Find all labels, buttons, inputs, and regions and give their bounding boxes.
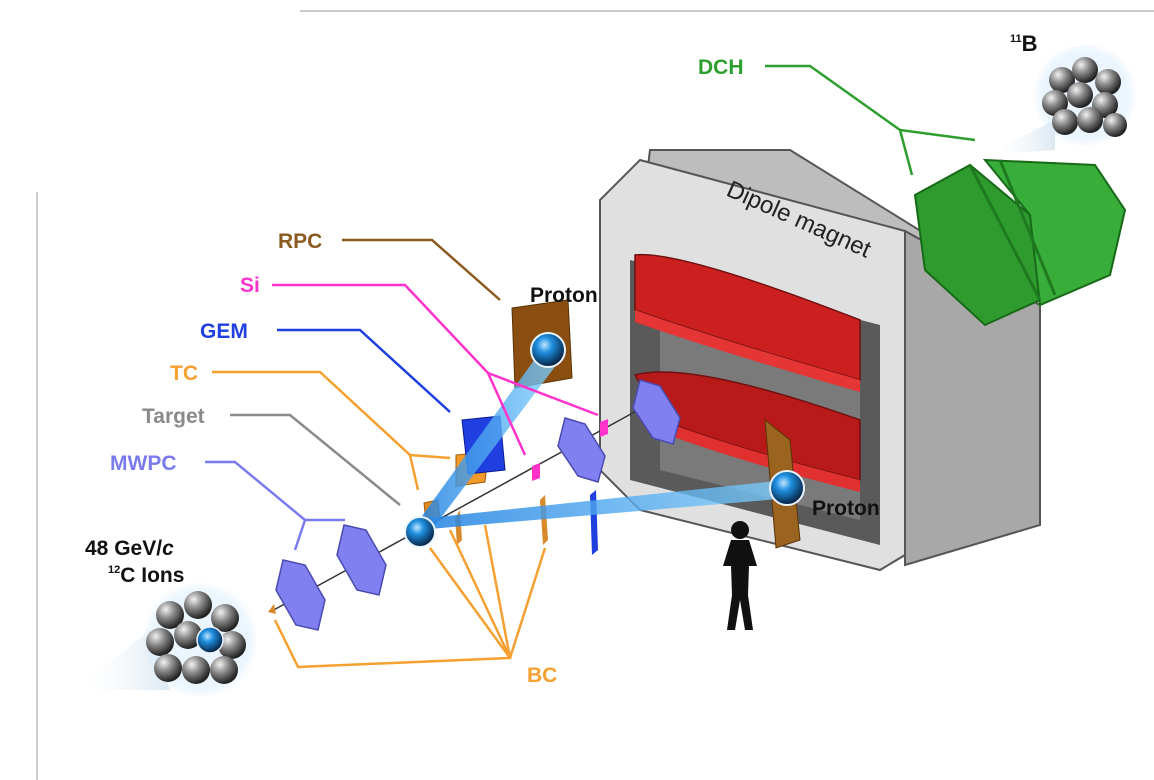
- person-silhouette: [723, 521, 757, 630]
- proton-ball-right: [769, 470, 805, 506]
- proton-beam-right: [418, 480, 790, 530]
- c12-mass-number: 12: [108, 564, 120, 576]
- beam-energy-label: 48 GeV/c: [85, 537, 174, 560]
- tc-label: TC: [170, 362, 198, 385]
- bc-counter-3: [540, 495, 548, 545]
- bc-counter-1: [268, 604, 276, 614]
- mwpc-plane-1: [275, 559, 326, 631]
- interaction-point: [404, 516, 436, 548]
- mwpc-leader: [205, 460, 345, 551]
- proton-right-label: Proton: [812, 497, 880, 520]
- mwpc-plane-4: [632, 379, 681, 445]
- dch-leader: [765, 64, 976, 176]
- tc-leader: [212, 370, 451, 491]
- beam-energy-text: 48 GeV/: [85, 537, 162, 560]
- target-leader: [230, 413, 401, 506]
- b11-mass-number: 11: [1010, 33, 1022, 45]
- gem-leader: [277, 328, 451, 413]
- bc-leader: [273, 524, 547, 669]
- target-label: Target: [142, 405, 205, 428]
- c12-nucleus: [75, 582, 258, 698]
- rpc-leader: [342, 238, 501, 301]
- proton-beam-top: [412, 345, 560, 535]
- si-label: Si: [240, 274, 260, 297]
- mwpc-plane-2: [336, 524, 387, 596]
- dch-detector: [913, 158, 1127, 327]
- gem-label: GEM: [200, 320, 248, 343]
- b11-nucleus: [985, 43, 1137, 155]
- beam-ions-text: C Ions: [120, 564, 184, 587]
- beam-line: [269, 397, 661, 613]
- leader-lines: [205, 64, 976, 669]
- beam-ions-label: 12C Ions: [108, 564, 184, 587]
- mwpc-plane-3: [557, 417, 606, 483]
- dch-label: DCH: [698, 56, 744, 79]
- dipole-magnet: Dipole magnet: [599, 149, 1041, 572]
- si-leader: [272, 283, 599, 456]
- rpc-label: RPC: [278, 230, 322, 253]
- si-detector-2: [600, 419, 608, 437]
- b11-symbol: B: [1022, 31, 1038, 56]
- bc-label: BC: [527, 664, 557, 687]
- proton-top-label: Proton: [530, 284, 598, 307]
- mwpc-label: MWPC: [110, 452, 177, 475]
- si-detector-1: [532, 463, 540, 481]
- b11-label: 11B: [1010, 31, 1038, 56]
- gem-strip: [590, 490, 598, 555]
- beam-energy-italic: c: [162, 537, 174, 560]
- proton-ball-top: [530, 332, 566, 368]
